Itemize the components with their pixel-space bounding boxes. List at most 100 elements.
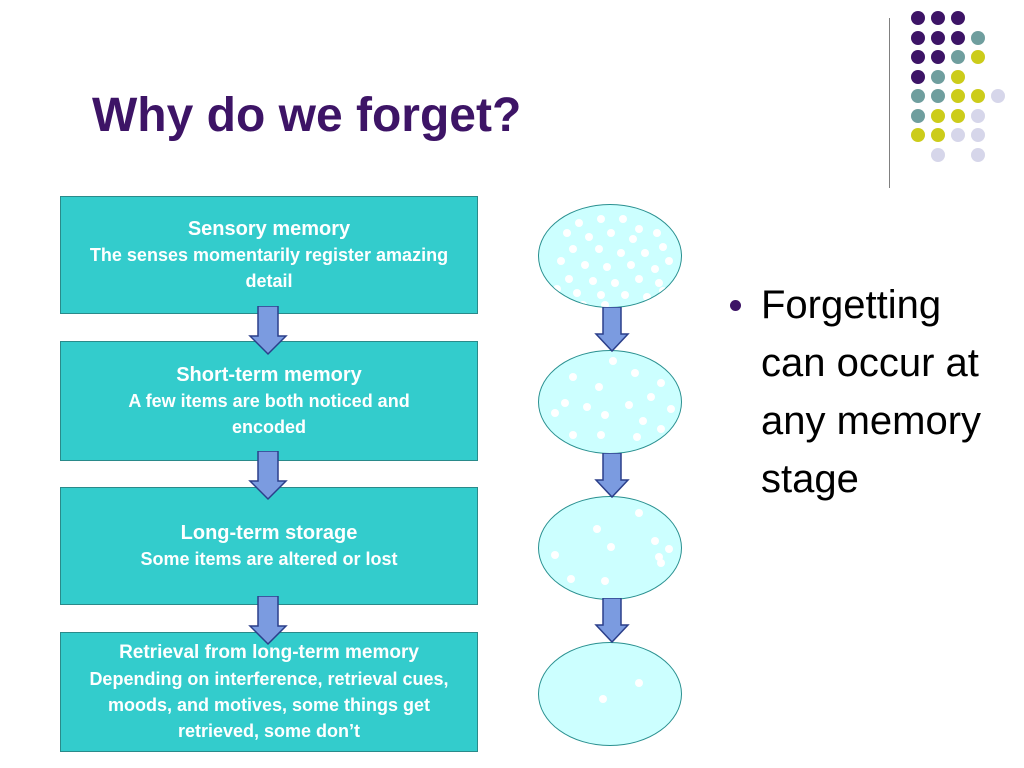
memory-item-speck — [639, 417, 647, 425]
memory-item-speck — [569, 373, 577, 381]
decorative-dot — [911, 30, 925, 45]
memory-item-speck — [595, 383, 603, 391]
decorative-dot — [951, 108, 965, 123]
divider-line — [889, 18, 890, 188]
memory-item-speck — [657, 425, 665, 433]
decorative-dot — [951, 89, 965, 103]
stage-box-sensory: Sensory memory The senses momentarily re… — [60, 196, 478, 314]
memory-item-speck — [575, 219, 583, 227]
memory-item-speck — [583, 403, 591, 411]
memory-item-speck — [569, 431, 577, 439]
memory-item-speck — [607, 229, 615, 237]
slide-title: Why do we forget? — [92, 89, 522, 142]
memory-item-speck — [635, 509, 643, 517]
memory-circle-sensory — [538, 204, 682, 308]
memory-item-speck — [635, 275, 643, 283]
decorative-dot — [911, 11, 925, 25]
memory-item-speck — [581, 261, 589, 269]
memory-item-speck — [595, 245, 603, 253]
decorative-dot — [911, 108, 925, 123]
stage-detail: The senses momentarily register amazing … — [89, 245, 449, 291]
memory-item-speck — [659, 243, 667, 251]
decorative-dot — [931, 147, 945, 162]
stage-detail: Some items are altered or lost — [140, 549, 398, 569]
decorative-dot — [971, 30, 985, 45]
decorative-dot — [951, 11, 965, 25]
memory-item-speck — [653, 229, 661, 237]
memory-item-speck — [565, 275, 573, 283]
memory-item-speck — [643, 293, 651, 301]
memory-item-speck — [597, 291, 605, 299]
memory-item-speck — [625, 401, 633, 409]
memory-item-speck — [629, 235, 637, 243]
memory-item-speck — [665, 545, 673, 553]
memory-item-speck — [651, 537, 659, 545]
stage-heading: Sensory memory — [187, 218, 351, 240]
decorative-dot — [931, 50, 945, 64]
memory-item-speck — [597, 431, 605, 439]
bullet-text: Forgetting can occur at any memory stage — [761, 283, 982, 501]
memory-item-speck — [551, 409, 559, 417]
memory-item-speck — [633, 433, 641, 441]
memory-item-speck — [553, 285, 561, 293]
decorative-dot — [971, 147, 985, 162]
memory-item-speck — [589, 277, 597, 285]
decorative-dot — [971, 108, 985, 123]
stage-heading: Retrieval from long-term memory — [119, 642, 419, 663]
decorative-dot — [951, 69, 965, 84]
decorative-dot — [971, 128, 985, 142]
memory-item-speck — [611, 279, 619, 287]
memory-circle-short-term — [538, 350, 682, 454]
memory-item-speck — [635, 225, 643, 233]
memory-item-speck — [557, 257, 565, 265]
memory-item-speck — [641, 249, 649, 257]
stage-heading: Short-term memory — [176, 364, 362, 386]
memory-item-speck — [627, 261, 635, 269]
decorative-dot — [911, 128, 925, 142]
memory-item-speck — [667, 405, 675, 413]
memory-item-speck — [651, 265, 659, 273]
bullet-icon — [730, 300, 741, 311]
decorative-dot — [911, 89, 925, 103]
memory-item-speck — [655, 279, 663, 287]
memory-item-speck — [617, 249, 625, 257]
down-arrow-icon — [248, 306, 288, 356]
memory-item-speck — [607, 543, 615, 551]
memory-item-speck — [597, 215, 605, 223]
stage-box-retrieval: Retrieval from long-term memory Dependin… — [60, 632, 478, 752]
decorative-dot — [931, 128, 945, 142]
memory-item-speck — [665, 257, 673, 265]
memory-item-speck — [561, 399, 569, 407]
memory-item-speck — [635, 679, 643, 687]
memory-item-speck — [603, 263, 611, 271]
memory-item-speck — [657, 559, 665, 567]
memory-item-speck — [601, 301, 609, 307]
decorative-dot — [951, 128, 965, 142]
decorative-dot — [911, 69, 925, 84]
stage-box-long-term: Long-term storage Some items are altered… — [60, 487, 478, 605]
decorative-dot — [971, 89, 985, 103]
stage-box-short-term: Short-term memory A few items are both n… — [60, 341, 478, 461]
memory-item-speck — [569, 245, 577, 253]
memory-item-speck — [599, 695, 607, 703]
decorative-dot — [951, 30, 965, 45]
memory-item-speck — [573, 289, 581, 297]
memory-item-speck — [647, 393, 655, 401]
memory-item-speck — [551, 551, 559, 559]
decorative-dot — [911, 50, 925, 64]
down-arrow-icon — [594, 598, 630, 644]
decorative-dot — [971, 50, 985, 64]
decorative-dot — [931, 108, 945, 123]
memory-item-speck — [563, 229, 571, 237]
down-arrow-icon — [248, 596, 288, 646]
memory-item-speck — [601, 411, 609, 419]
memory-item-speck — [621, 291, 629, 299]
memory-item-speck — [619, 215, 627, 223]
decorative-dot — [991, 89, 1005, 103]
down-arrow-icon — [594, 453, 630, 499]
memory-item-speck — [609, 357, 617, 365]
memory-item-speck — [579, 301, 587, 307]
bullet-item: Forgetting can occur at any memory stage — [730, 276, 1010, 508]
down-arrow-icon — [248, 451, 288, 501]
memory-item-speck — [585, 233, 593, 241]
